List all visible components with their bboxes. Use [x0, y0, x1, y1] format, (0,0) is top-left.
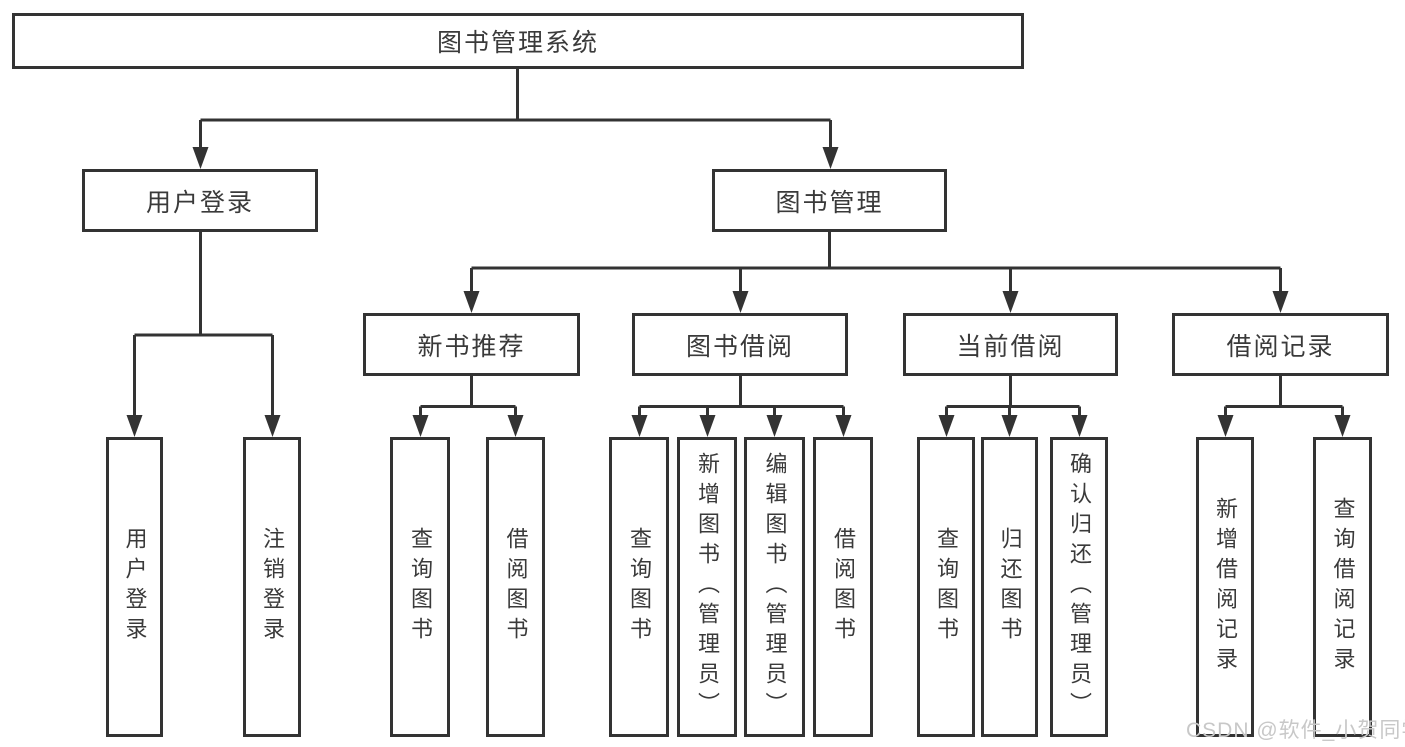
csdn-watermark: CSDN @软件_小贺同学 [1186, 719, 1405, 742]
node-borrowing-records: 借阅记录 [1172, 313, 1389, 376]
leaf-current-query-books: 查询图书 [917, 437, 975, 737]
leaf-recommend-query-books: 查询图书 [390, 437, 450, 737]
leaf-add-borrow-record: 新增借阅记录 [1196, 437, 1254, 737]
leaf-query-borrow-record: 查询借阅记录 [1313, 437, 1372, 737]
leaf-add-books-admin: 新增图书（管理员） [677, 437, 737, 737]
leaf-return-books: 归还图书 [981, 437, 1038, 737]
leaf-edit-books-admin: 编辑图书（管理员） [744, 437, 805, 737]
node-book-management: 图书管理 [712, 169, 947, 232]
node-user-login: 用户登录 [82, 169, 318, 232]
node-book-borrowing: 图书借阅 [632, 313, 848, 376]
leaf-borrowing-query-books: 查询图书 [609, 437, 669, 737]
node-current-borrowing: 当前借阅 [903, 313, 1118, 376]
leaf-user-login: 用户登录 [106, 437, 163, 737]
leaf-borrowing-borrow-books: 借阅图书 [813, 437, 873, 737]
leaf-confirm-return-admin: 确认归还（管理员） [1050, 437, 1108, 737]
node-new-book-recommendation: 新书推荐 [363, 313, 580, 376]
node-library-system-root: 图书管理系统 [12, 13, 1024, 69]
connector-line-path [133, 69, 1344, 418]
leaf-recommend-borrow-books: 借阅图书 [486, 437, 545, 737]
arrowheads [126, 147, 1351, 437]
leaf-logout: 注销登录 [243, 437, 301, 737]
